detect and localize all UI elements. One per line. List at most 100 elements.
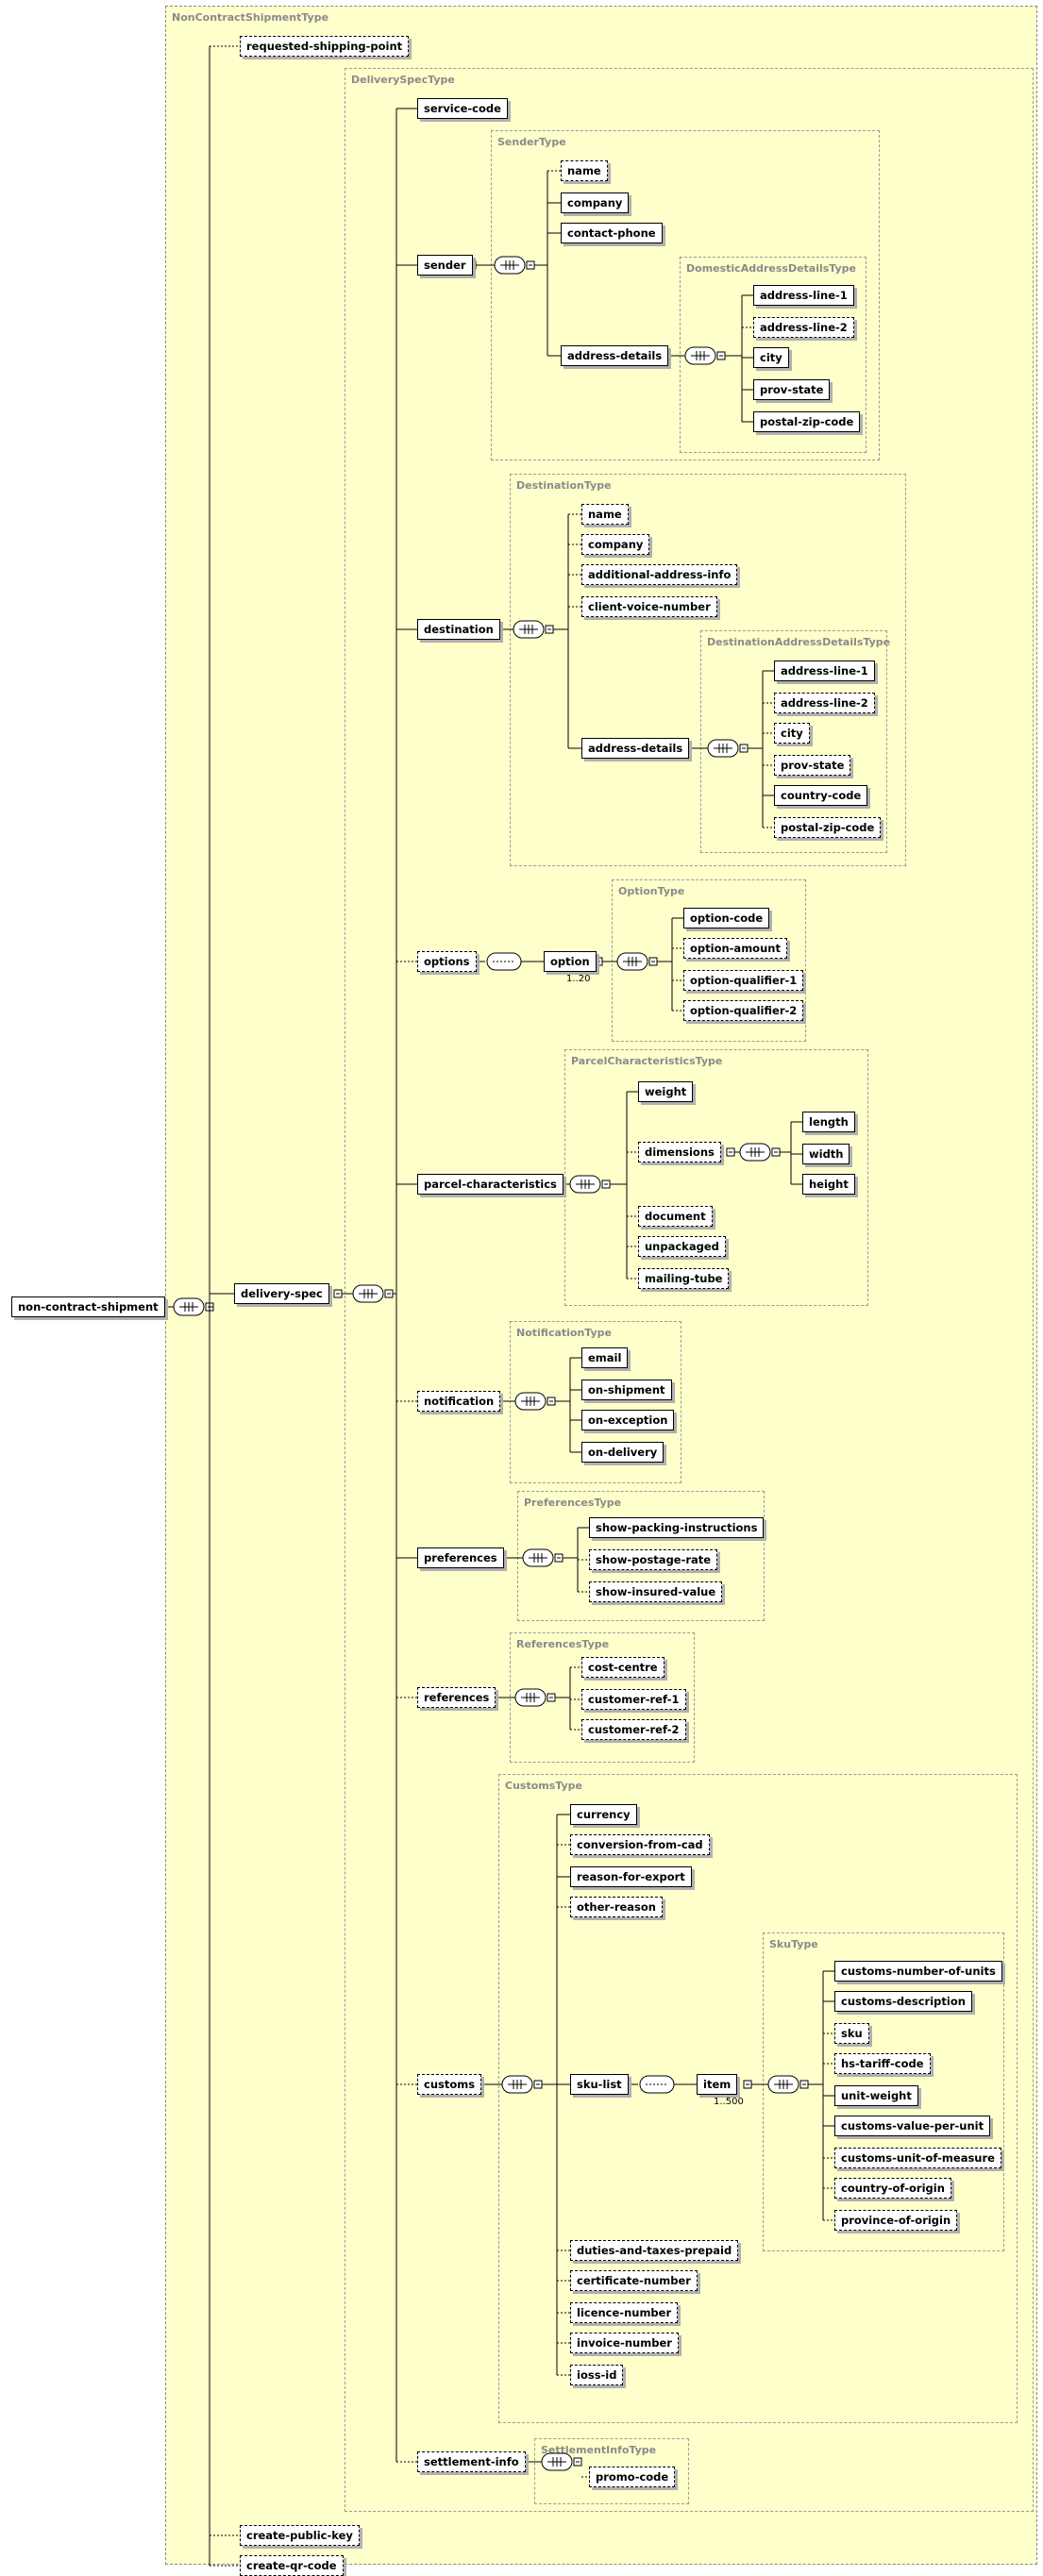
element-certificate-number[interactable]: certificate-number bbox=[570, 2270, 698, 2291]
element-customs[interactable]: customs bbox=[417, 2074, 482, 2095]
element-sku-list[interactable]: sku-list bbox=[570, 2074, 629, 2095]
element-dest-city[interactable]: city bbox=[774, 723, 810, 744]
element-ioss-id[interactable]: ioss-id bbox=[570, 2365, 624, 2385]
type-label: NonContractShipmentType bbox=[172, 11, 329, 24]
element-postal-zip-code[interactable]: postal-zip-code bbox=[753, 411, 861, 432]
element-city[interactable]: city bbox=[753, 347, 789, 368]
element-destination-name[interactable]: name bbox=[581, 504, 629, 525]
element-additional-address-info[interactable]: additional-address-info bbox=[581, 564, 738, 585]
element-duties-and-taxes-prepaid[interactable]: duties-and-taxes-prepaid bbox=[570, 2240, 739, 2261]
element-notification[interactable]: notification bbox=[417, 1391, 501, 1412]
element-country-of-origin[interactable]: country-of-origin bbox=[834, 2178, 951, 2199]
element-customs-description[interactable]: customs-description bbox=[834, 1991, 972, 2012]
element-promo-code[interactable]: promo-code bbox=[589, 2467, 676, 2487]
element-email[interactable]: email bbox=[581, 1347, 629, 1368]
element-customer-ref-1[interactable]: customer-ref-1 bbox=[581, 1689, 686, 1710]
element-document[interactable]: document bbox=[638, 1206, 713, 1227]
element-create-public-key[interactable]: create-public-key bbox=[240, 2525, 360, 2546]
element-label: sku bbox=[841, 2027, 863, 2040]
element-service-code[interactable]: service-code bbox=[417, 98, 508, 119]
element-prov-state[interactable]: prov-state bbox=[753, 379, 831, 400]
element-length[interactable]: length bbox=[802, 1112, 855, 1132]
element-label: option-code bbox=[690, 912, 764, 925]
element-parcel-characteristics[interactable]: parcel-characteristics bbox=[417, 1174, 564, 1195]
element-references[interactable]: references bbox=[417, 1687, 496, 1708]
element-option-qualifier-1[interactable]: option-qualifier-1 bbox=[683, 970, 804, 991]
element-customer-ref-2[interactable]: customer-ref-2 bbox=[581, 1719, 686, 1740]
element-label: document bbox=[645, 1210, 706, 1223]
element-label: customer-ref-2 bbox=[588, 1723, 680, 1736]
element-dest-postal-zip-code[interactable]: postal-zip-code bbox=[774, 817, 882, 838]
element-label: preferences bbox=[424, 1551, 497, 1564]
element-label: customs-number-of-units bbox=[841, 1965, 996, 1978]
element-label: settlement-info bbox=[424, 2455, 519, 2468]
element-options[interactable]: options bbox=[417, 951, 477, 972]
element-non-contract-shipment[interactable]: non-contract-shipment bbox=[11, 1296, 165, 1317]
element-client-voice-number[interactable]: client-voice-number bbox=[581, 596, 717, 617]
element-address-line-2[interactable]: address-line-2 bbox=[753, 317, 854, 338]
element-destination-company[interactable]: company bbox=[581, 534, 650, 555]
element-currency[interactable]: currency bbox=[570, 1804, 637, 1825]
element-label: contact-phone bbox=[567, 226, 656, 240]
element-other-reason[interactable]: other-reason bbox=[570, 1897, 663, 1917]
element-label: option-qualifier-2 bbox=[690, 1004, 798, 1017]
element-country-code[interactable]: country-code bbox=[774, 785, 868, 806]
element-on-exception[interactable]: on-exception bbox=[581, 1410, 675, 1430]
element-province-of-origin[interactable]: province-of-origin bbox=[834, 2210, 958, 2231]
element-label: address-line-2 bbox=[781, 696, 868, 710]
element-weight[interactable]: weight bbox=[638, 1081, 694, 1102]
element-requested-shipping-point[interactable]: requested-shipping-point bbox=[240, 36, 410, 57]
element-sku[interactable]: sku bbox=[834, 2023, 869, 2044]
element-dest-prov-state[interactable]: prov-state bbox=[774, 755, 851, 776]
element-address-line-1[interactable]: address-line-1 bbox=[753, 285, 854, 306]
element-dest-address-line-1[interactable]: address-line-1 bbox=[774, 661, 875, 681]
element-unpackaged[interactable]: unpackaged bbox=[638, 1236, 726, 1257]
element-conversion-from-cad[interactable]: conversion-from-cad bbox=[570, 1834, 710, 1855]
element-preferences[interactable]: preferences bbox=[417, 1547, 504, 1568]
element-show-postage-rate[interactable]: show-postage-rate bbox=[589, 1549, 718, 1570]
element-unit-weight[interactable]: unit-weight bbox=[834, 2085, 918, 2106]
element-height[interactable]: height bbox=[802, 1174, 855, 1195]
element-sender-contact-phone[interactable]: contact-phone bbox=[561, 223, 663, 243]
element-settlement-info[interactable]: settlement-info bbox=[417, 2451, 526, 2472]
element-label: hs-tariff-code bbox=[841, 2057, 924, 2070]
element-customs-unit-of-measure[interactable]: customs-unit-of-measure bbox=[834, 2148, 1001, 2168]
element-label: address-line-2 bbox=[760, 321, 848, 334]
type-label: DeliverySpecType bbox=[351, 74, 455, 86]
element-customs-value-per-unit[interactable]: customs-value-per-unit bbox=[834, 2116, 991, 2136]
element-label: mailing-tube bbox=[645, 1272, 723, 1285]
element-sender[interactable]: sender bbox=[417, 255, 473, 276]
element-destination[interactable]: destination bbox=[417, 619, 500, 640]
element-on-shipment[interactable]: on-shipment bbox=[581, 1380, 672, 1400]
element-label: on-delivery bbox=[588, 1446, 658, 1459]
element-sender-name[interactable]: name bbox=[561, 160, 608, 181]
element-option[interactable]: option bbox=[544, 951, 597, 972]
element-show-packing-instructions[interactable]: show-packing-instructions bbox=[589, 1517, 765, 1538]
element-label: conversion-from-cad bbox=[577, 1838, 703, 1851]
element-cost-centre[interactable]: cost-centre bbox=[581, 1657, 664, 1678]
element-invoice-number[interactable]: invoice-number bbox=[570, 2333, 679, 2353]
element-destination-address-details[interactable]: address-details bbox=[581, 738, 690, 759]
element-sender-company[interactable]: company bbox=[561, 192, 630, 213]
element-on-delivery[interactable]: on-delivery bbox=[581, 1442, 664, 1463]
element-dimensions[interactable]: dimensions bbox=[638, 1142, 721, 1163]
element-option-amount[interactable]: option-amount bbox=[683, 938, 787, 959]
element-dest-address-line-2[interactable]: address-line-2 bbox=[774, 693, 875, 713]
element-show-insured-value[interactable]: show-insured-value bbox=[589, 1581, 723, 1602]
element-label: customs-unit-of-measure bbox=[841, 2151, 995, 2165]
element-label: sender bbox=[424, 259, 466, 272]
element-item[interactable]: item bbox=[697, 2074, 738, 2095]
element-label: prov-state bbox=[781, 759, 845, 772]
element-option-qualifier-2[interactable]: option-qualifier-2 bbox=[683, 1000, 804, 1021]
element-option-code[interactable]: option-code bbox=[683, 908, 770, 928]
element-delivery-spec[interactable]: delivery-spec bbox=[234, 1283, 329, 1304]
type-label: CustomsType bbox=[505, 1780, 582, 1792]
element-hs-tariff-code[interactable]: hs-tariff-code bbox=[834, 2053, 931, 2074]
element-sender-address-details[interactable]: address-details bbox=[561, 345, 669, 366]
element-customs-number-of-units[interactable]: customs-number-of-units bbox=[834, 1961, 1002, 1982]
element-mailing-tube[interactable]: mailing-tube bbox=[638, 1268, 730, 1289]
element-licence-number[interactable]: licence-number bbox=[570, 2302, 679, 2323]
element-width[interactable]: width bbox=[802, 1144, 850, 1164]
element-reason-for-export[interactable]: reason-for-export bbox=[570, 1866, 692, 1887]
element-label: additional-address-info bbox=[588, 568, 732, 581]
